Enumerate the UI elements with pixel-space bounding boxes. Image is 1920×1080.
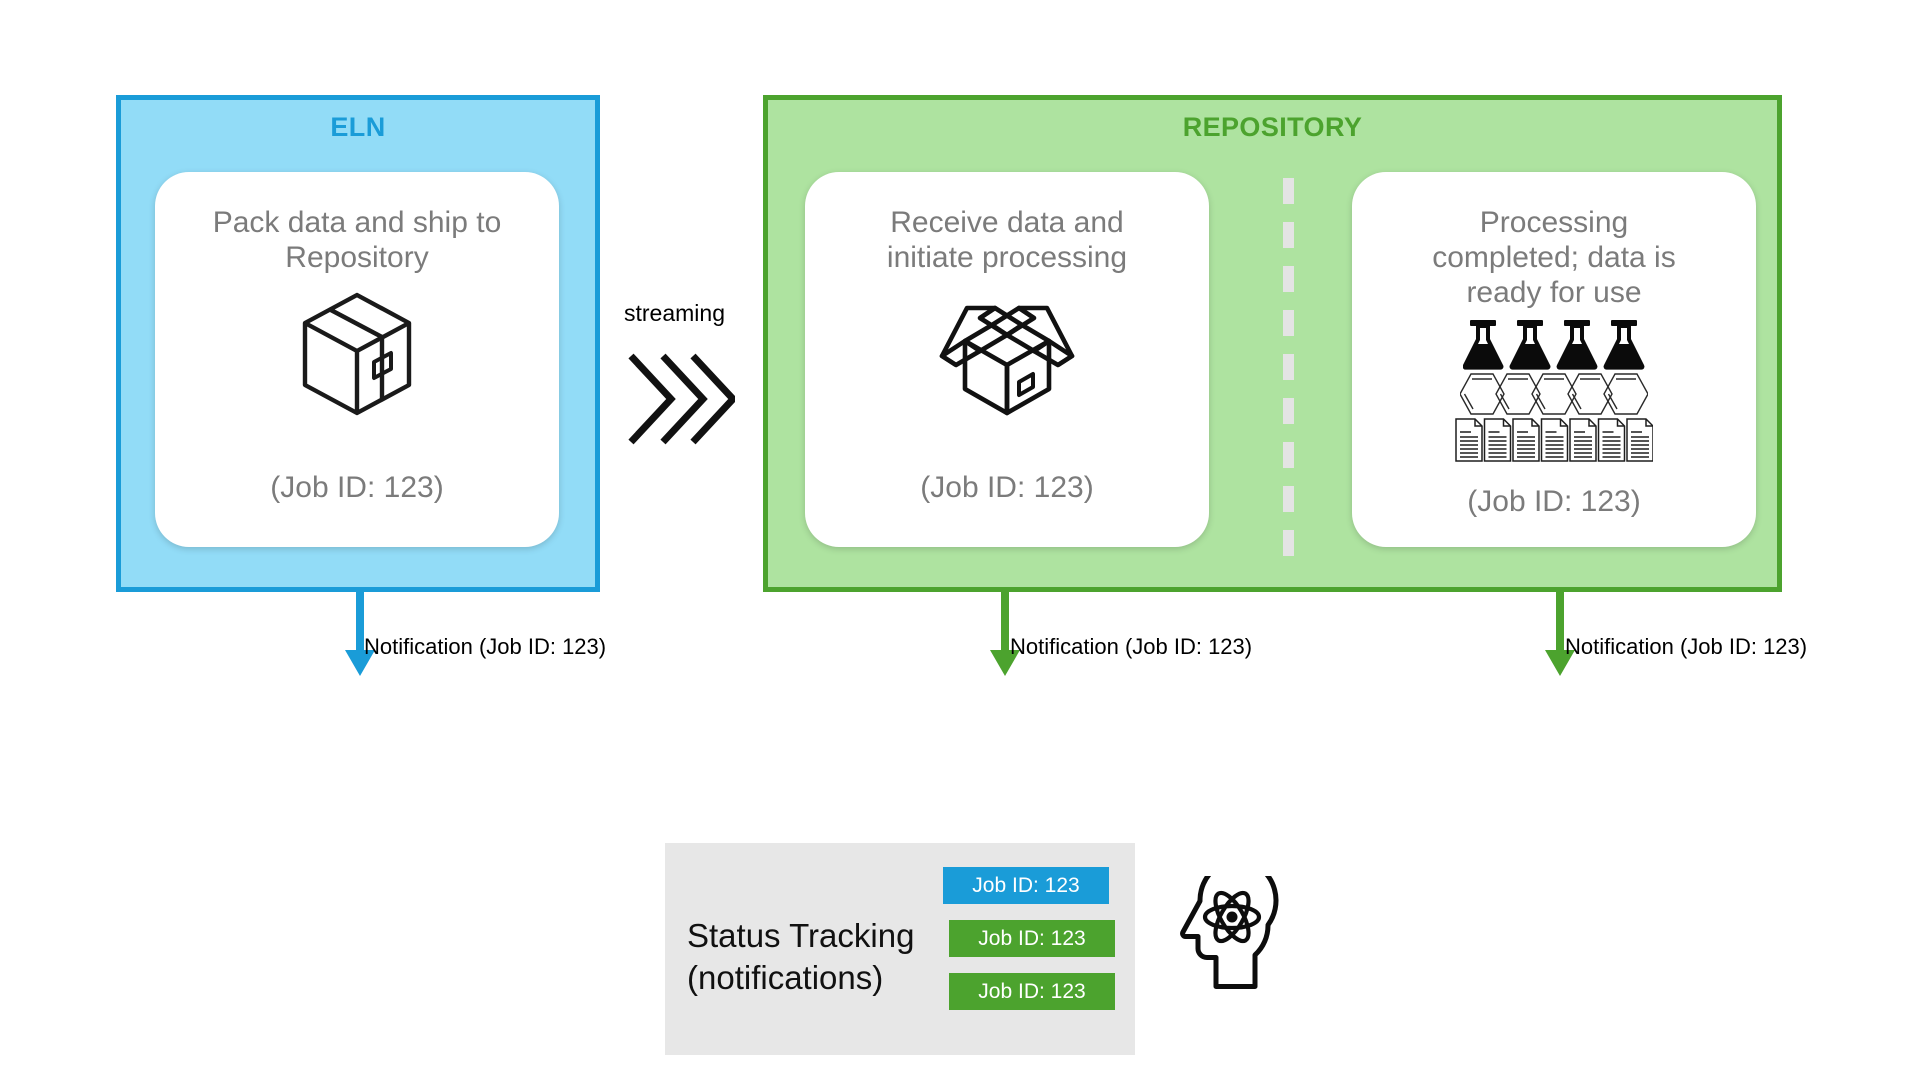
card-processing-complete[interactable]: Processing completed; data is ready for … xyxy=(1352,172,1756,547)
result-artifacts-icons xyxy=(1455,318,1653,463)
closed-box-icon xyxy=(296,289,418,419)
card-receive-text: Receive data and initiate processing xyxy=(886,206,1128,275)
hexagon-icon xyxy=(1460,373,1648,415)
open-box-icon xyxy=(934,289,1080,419)
flask-icon xyxy=(1463,320,1645,370)
flask-icon-row xyxy=(1463,318,1645,370)
status-tracking-panel: Status Tracking (notifications) Job ID: … xyxy=(665,843,1135,1055)
status-tracking-label: Status Tracking (notifications) xyxy=(687,917,915,996)
card-pack-data[interactable]: Pack data and ship to Repository (Job ID… xyxy=(155,172,559,547)
head-with-atom-icon xyxy=(1176,857,1282,999)
card-pack-text: Pack data and ship to Repository xyxy=(212,206,502,275)
notification-label-ready: Notification (Job ID: 123) xyxy=(1565,634,1808,659)
notification-label-receive: Notification (Job ID: 123) xyxy=(1010,634,1253,659)
notification-label-eln: Notification (Job ID: 123) xyxy=(364,634,607,659)
repository-stage-divider xyxy=(1283,178,1294,564)
card-receive-data[interactable]: Receive data and initiate processing (Jo… xyxy=(805,172,1209,547)
document-icon xyxy=(1455,418,1653,463)
status-badge[interactable]: Job ID: 123 xyxy=(943,867,1109,904)
status-badge-list: Job ID: 123 Job ID: 123 Job ID: 123 xyxy=(943,867,1115,1010)
card-ready-text: Processing completed; data is ready for … xyxy=(1432,206,1676,310)
document-icon-row xyxy=(1455,418,1653,463)
lane-eln-title: ELN xyxy=(330,112,386,142)
card-receive-jobid: (Job ID: 123) xyxy=(920,471,1094,504)
hexagon-icon-row xyxy=(1460,372,1648,416)
triple-chevron-right-icon xyxy=(625,350,738,453)
lane-repository-title: REPOSITORY xyxy=(1182,112,1363,142)
streaming-label: streaming xyxy=(624,300,725,326)
notification-arrow-receive xyxy=(985,588,1025,683)
card-pack-jobid: (Job ID: 123) xyxy=(270,471,444,504)
card-ready-jobid: (Job ID: 123) xyxy=(1467,485,1641,518)
notification-arrow-eln xyxy=(340,588,380,683)
status-badge[interactable]: Job ID: 123 xyxy=(949,920,1115,957)
notification-arrow-ready xyxy=(1540,588,1580,683)
status-badge[interactable]: Job ID: 123 xyxy=(949,973,1115,1010)
